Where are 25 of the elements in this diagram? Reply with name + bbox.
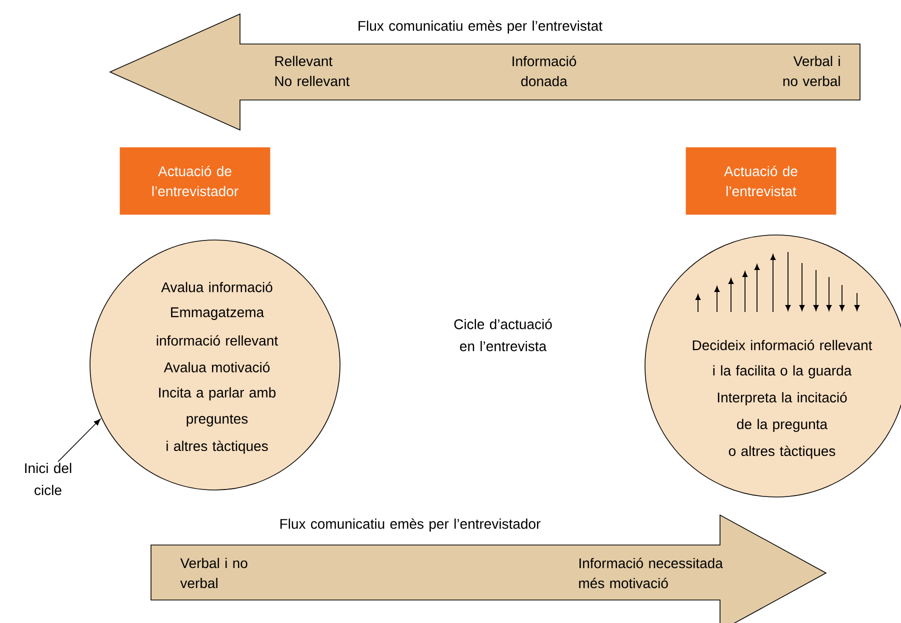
circle-text: o altres tàctiques: [728, 446, 836, 459]
circle-text: Avalua informació: [161, 282, 272, 292]
circle-text: Decideix informació rellevant: [692, 340, 872, 350]
band-heading: Flux comunicatiu emès per l’entrevistador: [280, 518, 540, 532]
circle-text: Incita a parlar amb: [159, 387, 276, 400]
circle-text: Avalua motivació: [164, 362, 270, 372]
circle-text: Interpreta la incitació: [718, 392, 847, 406]
band-text: Verbal i no verbal: [783, 56, 840, 86]
band-text: Verbal i no verbal: [180, 558, 248, 588]
actor-box: Actuació de l’entrevistador: [120, 147, 270, 215]
band-text: Rellevant: [275, 56, 332, 66]
band-text: No rellevant: [275, 76, 350, 86]
circle-text: informació rellevant: [156, 335, 278, 346]
circle-text: preguntes: [186, 414, 248, 426]
band-text: Informació donada: [512, 56, 576, 86]
arrow: [58, 418, 101, 462]
actor-box: Actuació de l’entrevistat: [686, 147, 836, 215]
circle-text: de la pregunta: [737, 418, 828, 432]
band-text: Informació necessitada més motivació: [579, 558, 723, 588]
start-label: Inici del cicle: [25, 462, 72, 496]
circle-text: i altres tàctiques: [166, 440, 268, 454]
band-heading: Flux comunicatiu emès per l’entrevistat: [358, 20, 602, 34]
center-label: Cicle d’actuació en l’entrevista: [454, 318, 552, 352]
circle-text: i la facilita o la guarda: [713, 365, 852, 378]
circle-text: Emmagatzema: [171, 307, 264, 320]
